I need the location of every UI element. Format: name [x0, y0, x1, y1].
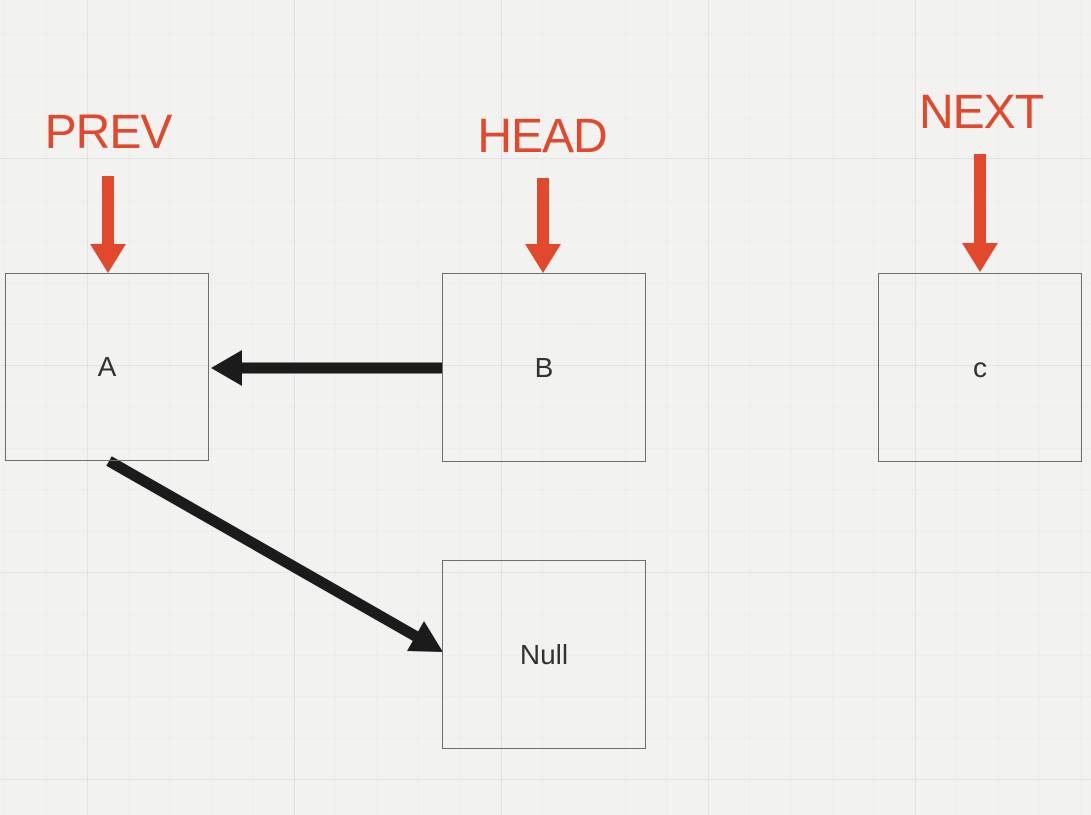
next-pointer-label: NEXT: [918, 86, 1044, 139]
node-null-label: Null: [519, 638, 569, 670]
next-pointer-arrow: [962, 154, 998, 272]
a-to-null-arrow: [106, 456, 443, 652]
head-pointer-label: HEAD: [477, 110, 607, 163]
node-b-label: B: [534, 351, 554, 383]
node-null: Null: [442, 560, 646, 749]
node-a-label: A: [97, 351, 117, 382]
prev-pointer-arrow: [90, 176, 126, 273]
node-c-label: c: [973, 351, 987, 383]
node-a: A: [5, 273, 209, 461]
head-pointer-arrow: [525, 178, 561, 273]
b-to-a-arrow: [211, 350, 442, 386]
prev-pointer-label: PREV: [44, 106, 173, 159]
node-b: B: [442, 273, 646, 462]
node-c: c: [878, 273, 1082, 462]
